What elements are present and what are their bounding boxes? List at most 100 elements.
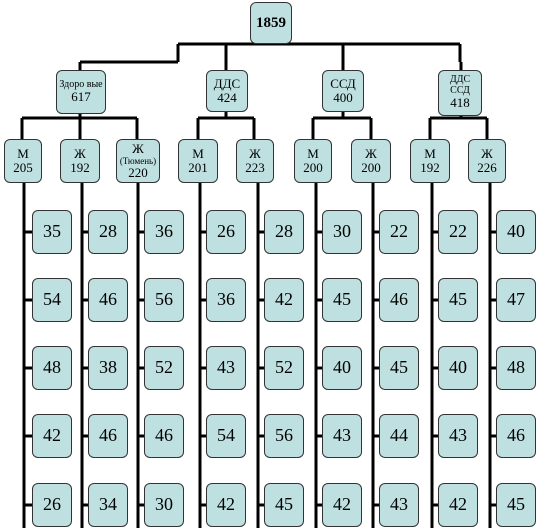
subgroup-node: Ж(Тюмень)220 bbox=[116, 139, 160, 183]
leaf-node: 44 bbox=[379, 414, 419, 458]
leaf-value: 45 bbox=[333, 289, 351, 310]
leaf-node: 34 bbox=[88, 483, 128, 527]
leaf-node: 45 bbox=[379, 346, 419, 390]
leaf-node: 45 bbox=[438, 278, 478, 322]
subgroup-label: М bbox=[192, 145, 204, 161]
leaf-value: 43 bbox=[449, 425, 467, 446]
leaf-value: 43 bbox=[390, 494, 408, 515]
subgroup-label: Ж bbox=[365, 145, 377, 161]
subgroup-label: М bbox=[307, 145, 319, 161]
subgroup-value: 223 bbox=[245, 160, 265, 175]
leaf-node: 36 bbox=[206, 278, 246, 322]
leaf-value: 34 bbox=[99, 494, 117, 515]
leaf-value: 45 bbox=[507, 494, 525, 515]
leaf-value: 36 bbox=[155, 221, 173, 242]
leaf-node: 54 bbox=[32, 278, 72, 322]
leaf-node: 42 bbox=[438, 483, 478, 527]
leaf-value: 30 bbox=[333, 221, 351, 242]
leaf-value: 47 bbox=[507, 289, 525, 310]
leaf-node: 52 bbox=[144, 346, 184, 390]
leaf-value: 43 bbox=[217, 357, 235, 378]
leaf-value: 42 bbox=[43, 425, 61, 446]
leaf-node: 26 bbox=[32, 483, 72, 527]
root-node: 1859 bbox=[250, 2, 292, 44]
leaf-node: 48 bbox=[496, 346, 536, 390]
subgroup-label: М bbox=[424, 145, 436, 161]
leaf-value: 22 bbox=[449, 221, 467, 242]
leaf-value: 52 bbox=[275, 357, 293, 378]
leaf-value: 40 bbox=[507, 221, 525, 242]
subgroup-label: Ж bbox=[132, 141, 144, 157]
leaf-node: 30 bbox=[144, 483, 184, 527]
group-value: 418 bbox=[450, 95, 470, 111]
leaf-node: 30 bbox=[322, 210, 362, 254]
leaf-value: 26 bbox=[43, 494, 61, 515]
leaf-value: 48 bbox=[43, 357, 61, 378]
leaf-node: 46 bbox=[496, 414, 536, 458]
leaf-node: 54 bbox=[206, 414, 246, 458]
leaf-value: 28 bbox=[99, 221, 117, 242]
leaf-node: 22 bbox=[379, 210, 419, 254]
leaf-node: 56 bbox=[264, 414, 304, 458]
leaf-node: 45 bbox=[264, 483, 304, 527]
subgroup-value: 192 bbox=[420, 160, 440, 175]
leaf-value: 22 bbox=[390, 221, 408, 242]
leaf-node: 36 bbox=[144, 210, 184, 254]
leaf-value: 45 bbox=[449, 289, 467, 310]
leaf-node: 42 bbox=[322, 483, 362, 527]
group-label: ДДС ССД bbox=[449, 74, 471, 96]
leaf-node: 46 bbox=[144, 414, 184, 458]
leaf-value: 46 bbox=[390, 289, 408, 310]
leaf-node: 35 bbox=[32, 210, 72, 254]
group-value: 400 bbox=[333, 90, 353, 105]
leaf-value: 52 bbox=[155, 357, 173, 378]
leaf-node: 43 bbox=[322, 414, 362, 458]
leaf-node: 46 bbox=[88, 414, 128, 458]
group-value: 424 bbox=[217, 90, 237, 105]
leaf-value: 28 bbox=[275, 221, 293, 242]
leaf-value: 38 bbox=[99, 357, 117, 378]
leaf-node: 43 bbox=[206, 346, 246, 390]
subgroup-note: (Тюмень) bbox=[119, 155, 157, 166]
leaf-node: 47 bbox=[496, 278, 536, 322]
leaf-value: 35 bbox=[43, 221, 61, 242]
leaf-value: 43 bbox=[333, 425, 351, 446]
group-label: ССД bbox=[330, 75, 356, 91]
leaf-node: 28 bbox=[88, 210, 128, 254]
root-value: 1859 bbox=[256, 14, 286, 31]
leaf-node: 45 bbox=[322, 278, 362, 322]
leaf-node: 48 bbox=[32, 346, 72, 390]
group-value: 617 bbox=[71, 89, 91, 105]
leaf-node: 45 bbox=[496, 483, 536, 527]
leaf-node: 52 bbox=[264, 346, 304, 390]
subgroup-value: 200 bbox=[361, 160, 381, 175]
subgroup-label: Ж bbox=[249, 145, 261, 161]
leaf-node: 42 bbox=[264, 278, 304, 322]
subgroup-value: 226 bbox=[477, 160, 497, 175]
group-label: ДДС bbox=[213, 75, 241, 91]
leaf-node: 28 bbox=[264, 210, 304, 254]
leaf-node: 42 bbox=[206, 483, 246, 527]
leaf-node: 46 bbox=[379, 278, 419, 322]
leaf-value: 42 bbox=[333, 494, 351, 515]
leaf-node: 56 bbox=[144, 278, 184, 322]
leaf-value: 36 bbox=[217, 289, 235, 310]
leaf-value: 40 bbox=[333, 357, 351, 378]
leaf-value: 42 bbox=[217, 494, 235, 515]
leaf-node: 38 bbox=[88, 346, 128, 390]
subgroup-label: Ж bbox=[74, 145, 86, 161]
leaf-value: 46 bbox=[507, 425, 525, 446]
leaf-value: 56 bbox=[155, 289, 173, 310]
leaf-value: 44 bbox=[390, 425, 408, 446]
leaf-node: 43 bbox=[438, 414, 478, 458]
